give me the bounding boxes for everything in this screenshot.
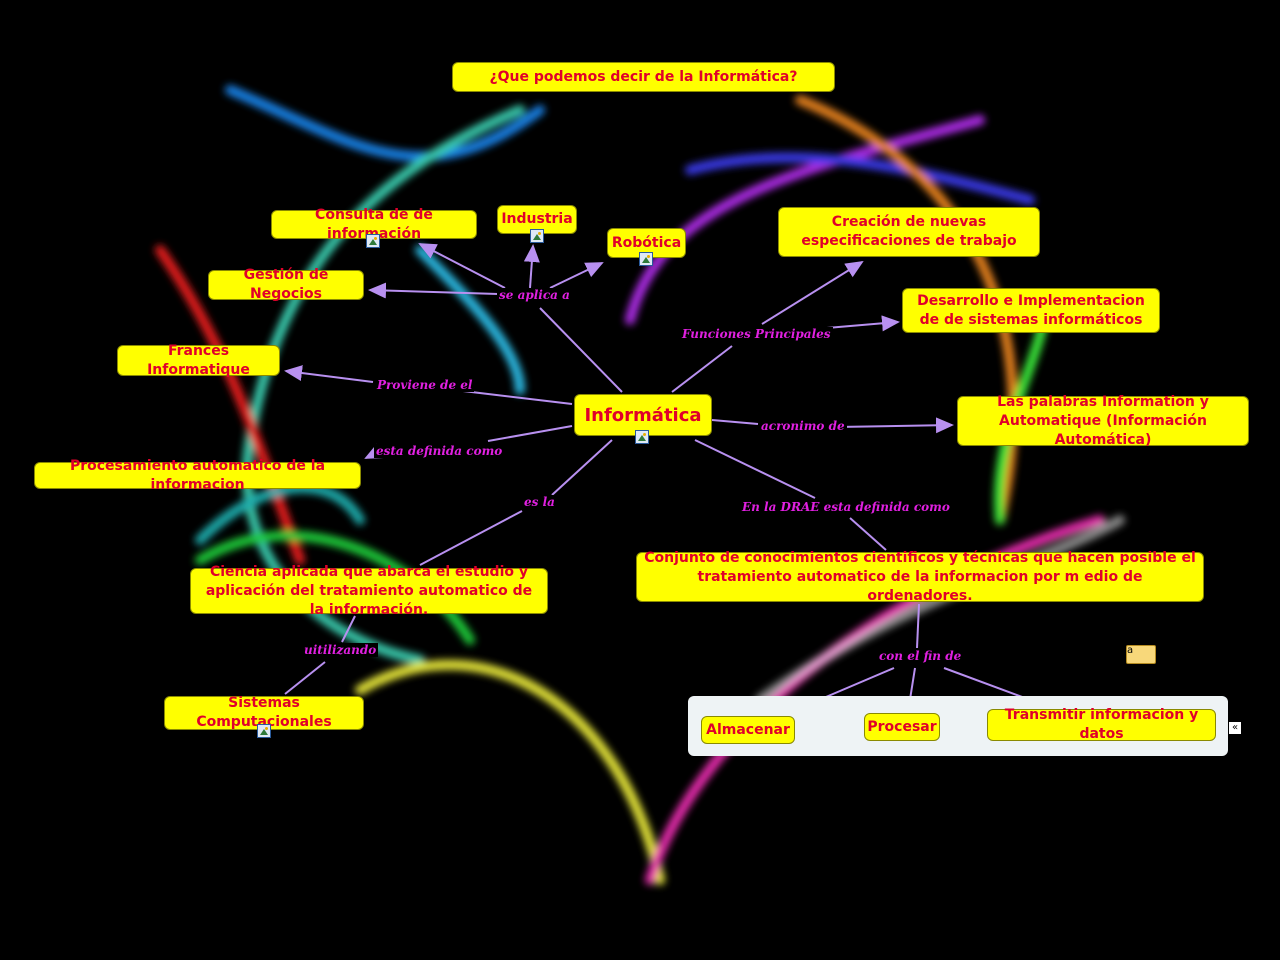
- image-icon[interactable]: [257, 724, 271, 738]
- link-label-proviene[interactable]: Proviene de el: [375, 378, 475, 392]
- concept-creacion[interactable]: Creación de nuevas especificaciones de t…: [778, 207, 1040, 257]
- concept-gestion[interactable]: Gestión de Negocios: [208, 267, 364, 302]
- link-label-acronimo[interactable]: acronimo de: [759, 419, 847, 433]
- link-label-definida[interactable]: esta definida como: [374, 444, 505, 458]
- collapse-icon[interactable]: «: [1228, 721, 1242, 735]
- concept-palabras[interactable]: Las palabras Information y Automatique (…: [957, 394, 1249, 448]
- concept-procesar[interactable]: Procesar: [864, 713, 940, 741]
- link-label-es-la[interactable]: es la: [522, 495, 557, 509]
- map-title[interactable]: ¿Que podemos decir de la Informática?: [452, 62, 835, 92]
- concept-informatica[interactable]: Informática: [574, 394, 712, 436]
- concept-frances[interactable]: Frances Informatique: [117, 343, 280, 378]
- concept-transmitir[interactable]: Transmitir informacion y datos: [987, 707, 1216, 742]
- link-label-drae[interactable]: En la DRAE esta definida como: [740, 500, 952, 514]
- concept-almacenar[interactable]: Almacenar: [701, 716, 795, 744]
- link-label-fin[interactable]: con el fin de: [877, 649, 964, 663]
- concept-conjunto[interactable]: Conjunto de conocimientos cientificos y …: [636, 550, 1204, 604]
- concept-procesamiento[interactable]: Procesamiento automatico de la informaci…: [34, 458, 361, 493]
- concept-desarrollo[interactable]: Desarrollo e Implementacion de de sistem…: [902, 288, 1160, 333]
- link-label-utilizando[interactable]: uitilizando: [302, 643, 379, 657]
- note-icon-letter: a: [1127, 645, 1134, 656]
- image-icon[interactable]: [639, 252, 653, 266]
- link-label-se-aplica[interactable]: se aplica a: [497, 288, 572, 302]
- link-label-funciones[interactable]: Funciones Principales: [680, 327, 833, 341]
- concept-ciencia[interactable]: Ciencia aplicada que abarca el estudio y…: [190, 564, 548, 618]
- annotation-note-icon[interactable]: a: [1126, 645, 1156, 664]
- image-icon[interactable]: [366, 234, 380, 248]
- image-icon[interactable]: [530, 229, 544, 243]
- image-icon[interactable]: [635, 430, 649, 444]
